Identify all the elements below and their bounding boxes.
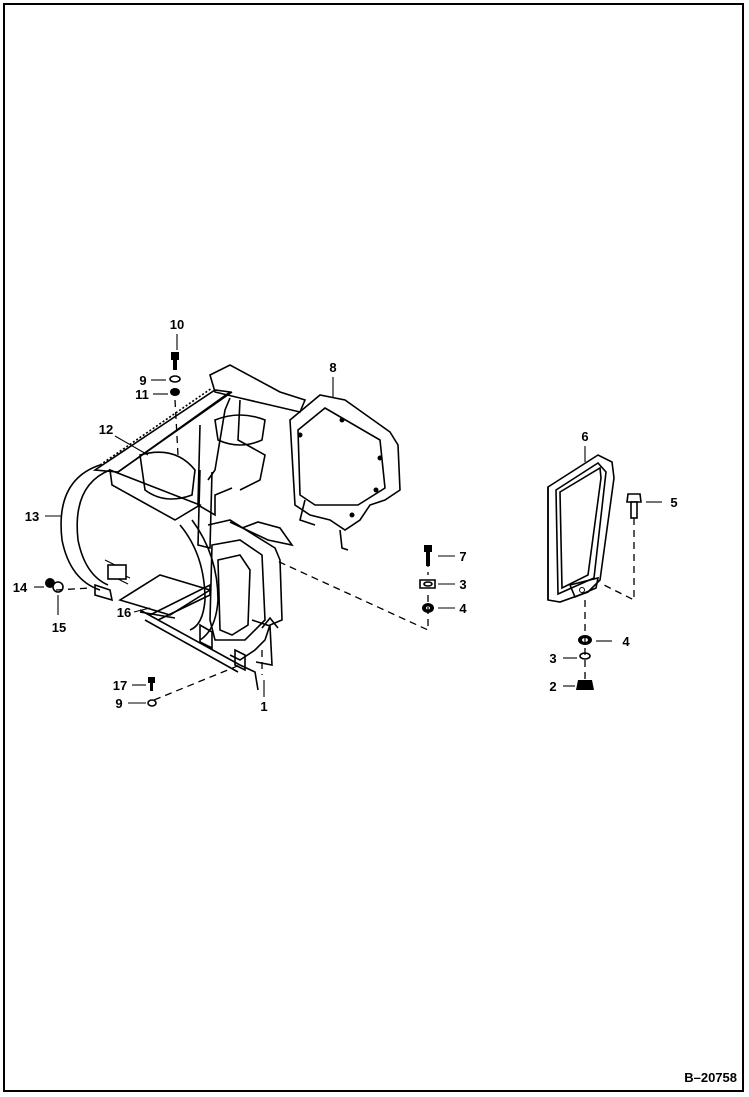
callout-11: 11 xyxy=(135,387,149,402)
access-panel xyxy=(547,454,615,603)
callout-9-bottom: 9 xyxy=(115,696,122,711)
cover-panel xyxy=(289,394,401,551)
baffle-plate xyxy=(118,574,212,619)
callout-8: 8 xyxy=(329,360,336,375)
bolt-right xyxy=(626,493,642,519)
callout-16: 16 xyxy=(117,605,131,620)
callout-14: 14 xyxy=(13,580,28,595)
hardware-left xyxy=(45,578,157,707)
callout-5: 5 xyxy=(670,495,677,510)
callout-labels: 10 9 11 8 12 13 14 15 16 17 9 1 7 3 4 6 … xyxy=(13,317,678,714)
callout-7: 7 xyxy=(459,549,466,564)
drawing-reference-code: B–20758 xyxy=(684,1070,737,1085)
callout-4-right: 4 xyxy=(622,634,630,649)
callout-1: 1 xyxy=(260,699,267,714)
bolt-stack-top xyxy=(169,352,181,396)
fan-ring xyxy=(60,464,219,641)
callout-10: 10 xyxy=(170,317,184,332)
callout-9-top: 9 xyxy=(139,373,146,388)
callout-17: 17 xyxy=(113,678,127,693)
assembly-lines xyxy=(55,399,635,701)
callout-12: 12 xyxy=(99,422,113,437)
callout-3-right: 3 xyxy=(549,651,556,666)
hardware-stack-middle xyxy=(419,545,436,613)
callout-3-middle: 3 xyxy=(459,577,466,592)
callout-2: 2 xyxy=(549,679,556,694)
leader-lines xyxy=(34,334,662,704)
main-housing xyxy=(92,364,307,691)
figure-border xyxy=(3,3,744,1092)
callout-15: 15 xyxy=(52,620,66,635)
callout-6: 6 xyxy=(581,429,588,444)
callout-13: 13 xyxy=(25,509,39,524)
callout-4-middle: 4 xyxy=(459,601,467,616)
